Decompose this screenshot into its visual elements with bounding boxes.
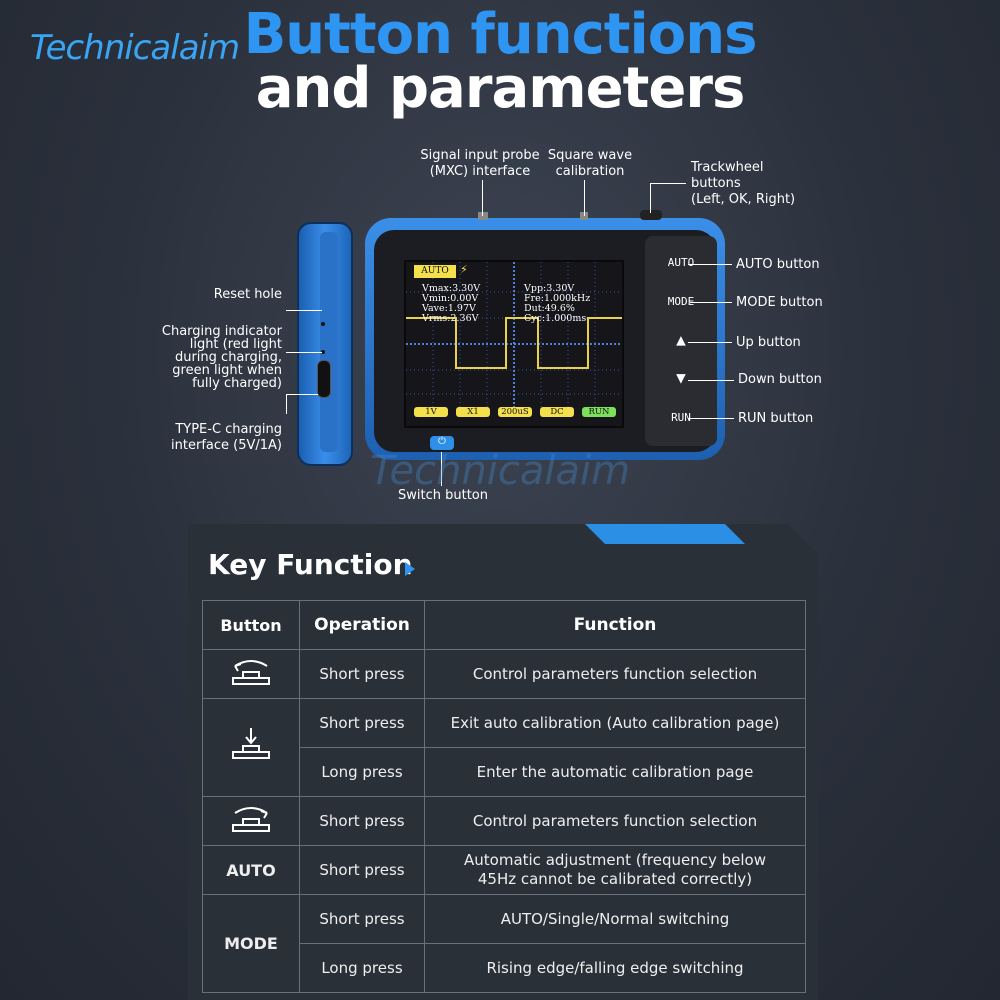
square-wave bbox=[406, 317, 622, 369]
readout-cyc: Cyc:1.000ms bbox=[524, 313, 587, 324]
leader-line bbox=[650, 183, 651, 213]
probe-port bbox=[478, 212, 488, 220]
operation-cell: Long press bbox=[299, 943, 425, 993]
key-function-heading: Key Function bbox=[208, 548, 413, 581]
table-row: Short press Control parameters function … bbox=[202, 649, 806, 699]
card-accent bbox=[585, 524, 745, 544]
function-cell: Automatic adjustment (frequency below 45… bbox=[424, 845, 806, 895]
waveform-graph bbox=[406, 262, 622, 412]
button-cell-mode: MODE bbox=[202, 894, 300, 993]
table-row: MODE Short press AUTO/Single/Normal swit… bbox=[202, 894, 806, 993]
leader-line bbox=[584, 180, 585, 216]
leader-line bbox=[688, 264, 732, 265]
operation-cell: Short press bbox=[299, 698, 425, 748]
screen-mode-tag: AUTO bbox=[414, 265, 456, 278]
operation-cell: Short press bbox=[299, 894, 425, 944]
readout-vpp: Vpp:3.30V bbox=[524, 283, 575, 294]
function-cell: Rising edge/falling edge switching bbox=[424, 943, 806, 993]
label-signal-probe: Signal input probe (MXC) interface bbox=[420, 148, 540, 179]
brand-logo: Technicalaim bbox=[30, 28, 240, 68]
trackwheel-right-icon bbox=[202, 796, 300, 846]
device-up-button[interactable]: ▲ bbox=[676, 330, 686, 349]
label-square-wave: Square wave calibration bbox=[547, 148, 633, 179]
title-line-2: and parameters bbox=[255, 56, 746, 121]
screen-bottom-tags: 1V X1 200uS DC RUN bbox=[414, 407, 616, 417]
label-down-button: Down button bbox=[738, 372, 822, 387]
label-reset-hole: Reset hole bbox=[213, 287, 282, 302]
table-row: Short press Control parameters function … bbox=[202, 796, 806, 846]
label-auto-button: AUTO button bbox=[736, 257, 820, 272]
leader-line bbox=[441, 452, 442, 486]
function-cell: Control parameters function selection bbox=[424, 796, 806, 846]
function-cell: Control parameters function selection bbox=[424, 649, 806, 699]
leader-line bbox=[690, 302, 732, 303]
operation-cell: Long press bbox=[299, 747, 425, 797]
table-row: Long press Rising edge/falling edge swit… bbox=[203, 943, 806, 993]
table-row: AUTO Short press Automatic adjustment (f… bbox=[202, 845, 806, 895]
heading-arrow-icon bbox=[405, 562, 415, 576]
leader-line bbox=[286, 394, 318, 395]
device-auto-button[interactable]: AUTO bbox=[667, 256, 695, 269]
header-operation: Operation bbox=[299, 600, 425, 650]
label-typec: TYPE-C charging interface (5V/1A) bbox=[171, 422, 282, 453]
label-mode-button: MODE button bbox=[736, 295, 823, 310]
left-readouts: Vmax:3.30V Vmin:0.00V Vave:1.97V Vrms:2.… bbox=[422, 284, 480, 324]
watermark: Technicalaim bbox=[370, 448, 631, 494]
readout-vave: Vave:1.97V bbox=[422, 303, 476, 314]
trackwheel-press-icon bbox=[202, 698, 300, 797]
leader-line bbox=[286, 352, 322, 353]
calibration-port bbox=[580, 212, 588, 220]
table-row: Long press Enter the automatic calibrati… bbox=[203, 747, 806, 797]
device-side-panel bbox=[320, 232, 338, 452]
function-cell: Enter the automatic calibration page bbox=[424, 747, 806, 797]
trackwheel-left-icon bbox=[202, 649, 300, 699]
operation-cell: Short press bbox=[299, 845, 425, 895]
leader-line bbox=[650, 183, 686, 184]
leader-line bbox=[286, 394, 287, 414]
key-function-table: Button Operation Function Short press Co… bbox=[202, 600, 806, 993]
typec-port bbox=[317, 360, 331, 398]
function-cell: Exit auto calibration (Auto calibration … bbox=[424, 698, 806, 748]
readout-vmin: Vmin:0.00V bbox=[422, 293, 479, 304]
reset-hole bbox=[321, 322, 325, 326]
oscilloscope-screen: AUTO ⚡ Vmax:3.30V Vmin:0.00V Vave:1.97V … bbox=[404, 260, 624, 428]
operation-cell: Short press bbox=[299, 649, 425, 699]
label-switch-button: Switch button bbox=[398, 488, 488, 503]
button-cell-auto: AUTO bbox=[202, 845, 300, 895]
header-function: Function bbox=[424, 600, 806, 650]
leader-line bbox=[482, 180, 483, 216]
tag-coupling: DC bbox=[540, 407, 574, 417]
label-charging-indicator: Charging indicator light (red light duri… bbox=[161, 324, 282, 391]
readout-vrms: Vrms:2.36V bbox=[422, 313, 479, 324]
device-button-panel bbox=[645, 236, 717, 446]
leader-line bbox=[688, 418, 734, 419]
leader-line bbox=[688, 380, 734, 381]
tag-probe: X1 bbox=[456, 407, 490, 417]
header-button: Button bbox=[202, 600, 300, 650]
label-run-button: RUN button bbox=[738, 411, 814, 426]
tag-volt: 1V bbox=[414, 407, 448, 417]
label-up-button: Up button bbox=[736, 335, 801, 350]
tag-run: RUN bbox=[582, 407, 616, 417]
table-header-row: Button Operation Function bbox=[202, 600, 806, 650]
leader-line bbox=[688, 342, 732, 343]
device-run-button[interactable]: RUN bbox=[671, 411, 691, 424]
leader-line bbox=[286, 310, 322, 311]
function-cell: AUTO/Single/Normal switching bbox=[424, 894, 806, 944]
device-mode-button[interactable]: MODE bbox=[667, 295, 695, 308]
charging-indicator-light bbox=[321, 350, 325, 354]
device-down-button[interactable]: ▼ bbox=[676, 368, 686, 387]
trigger-icon: ⚡ bbox=[460, 263, 468, 276]
trackwheel[interactable] bbox=[640, 210, 662, 220]
label-trackwheel: Trackwheel buttons (Left, OK, Right) bbox=[691, 160, 796, 207]
readout-fre: Fre:1.000kHz bbox=[524, 293, 591, 304]
readout-dut: Dut:49.6% bbox=[524, 303, 575, 314]
operation-cell: Short press bbox=[299, 796, 425, 846]
power-icon[interactable]: ⏻ bbox=[430, 436, 454, 450]
right-readouts: Vpp:3.30V Fre:1.000kHz Dut:49.6% Cyc:1.0… bbox=[524, 284, 590, 324]
table-row: Short press Exit auto calibration (Auto … bbox=[202, 698, 806, 797]
title-line-1: Button functions bbox=[243, 2, 758, 67]
readout-vmax: Vmax:3.30V bbox=[422, 283, 481, 294]
tag-timebase: 200uS bbox=[498, 407, 532, 417]
